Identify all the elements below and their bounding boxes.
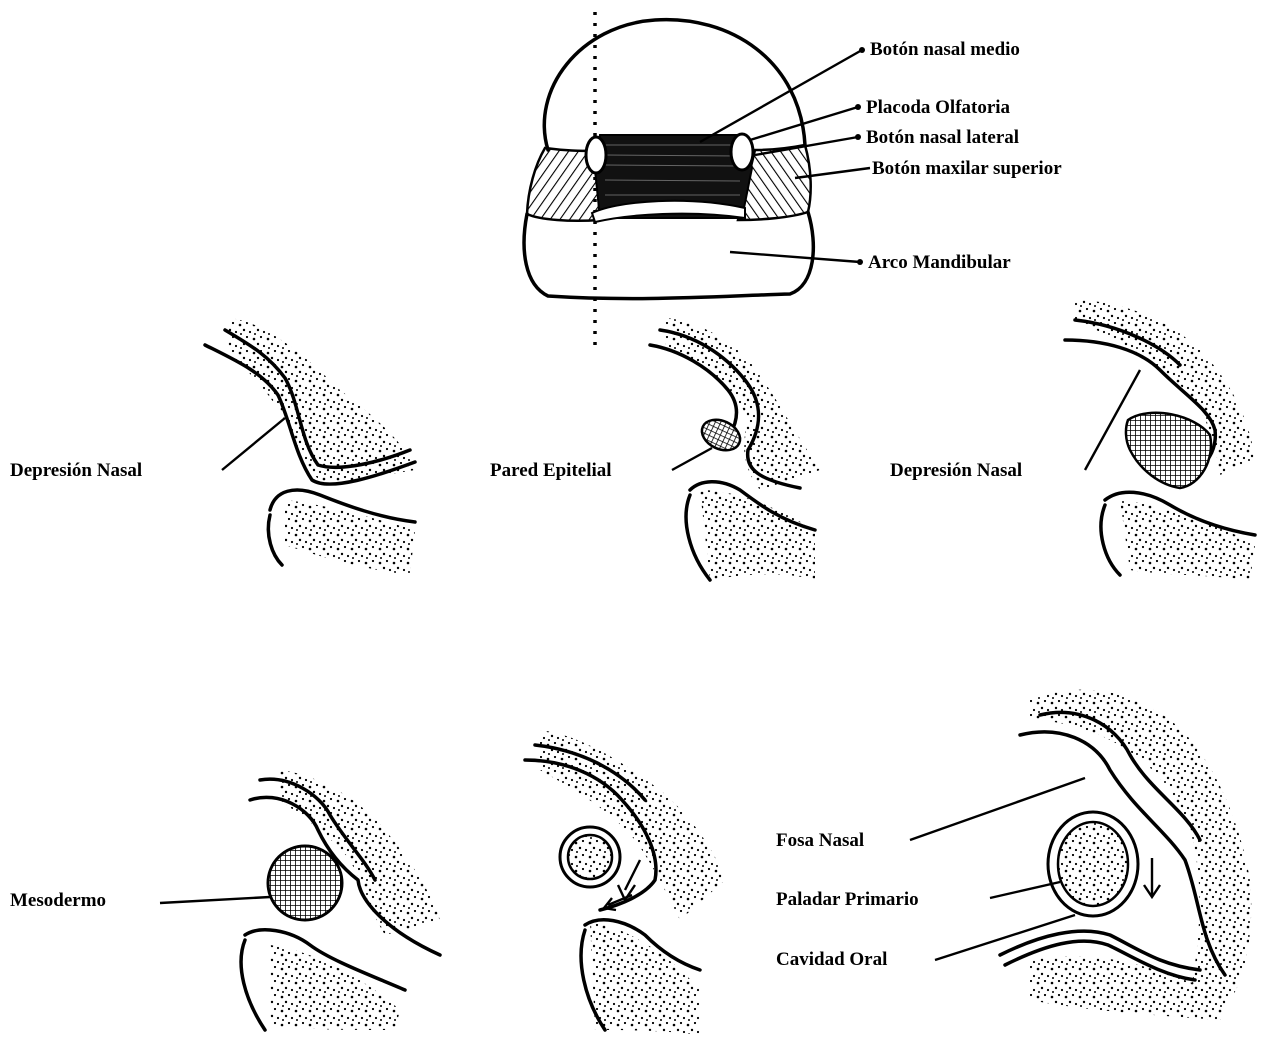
label-boton-maxilar-superior: Botón maxilar superior [872,158,1062,179]
stage-2-section: Pared Epitelial [490,318,820,580]
label-cavidad-oral: Cavidad Oral [776,949,887,970]
olfactory-placode-right [731,134,753,170]
label-fosa-nasal: Fosa Nasal [776,830,864,851]
label-placoda-olfatoria: Placoda Olfatoria [866,97,1011,118]
face-diagram: Botón nasal medio Placoda Olfatoria Botó… [524,12,1062,348]
label-depresion-nasal-2: Depresión Nasal [890,460,1022,481]
olfactory-placode-left [586,137,606,173]
label-boton-nasal-lateral: Botón nasal lateral [866,127,1019,148]
mesoderm-blob [268,846,342,920]
stage-3-section: Depresión Nasal [890,300,1255,580]
label-pared-epitelial: Pared Epitelial [490,460,612,481]
stage-5-section [525,730,725,1035]
frontonasal-prominence [544,20,805,150]
label-boton-nasal-medio: Botón nasal medio [870,39,1020,60]
stage-1-section: Depresión Nasal [10,318,415,575]
label-depresion-nasal-1: Depresión Nasal [10,460,142,481]
stage-6-section: Fosa Nasal Paladar Primario Cavidad Oral [776,690,1251,1020]
label-mesodermo: Mesodermo [10,890,106,911]
label-paladar-primario: Paladar Primario [776,889,919,910]
stage-4-section: Mesodermo [10,770,440,1030]
label-arco-mandibular: Arco Mandibular [868,252,1011,273]
